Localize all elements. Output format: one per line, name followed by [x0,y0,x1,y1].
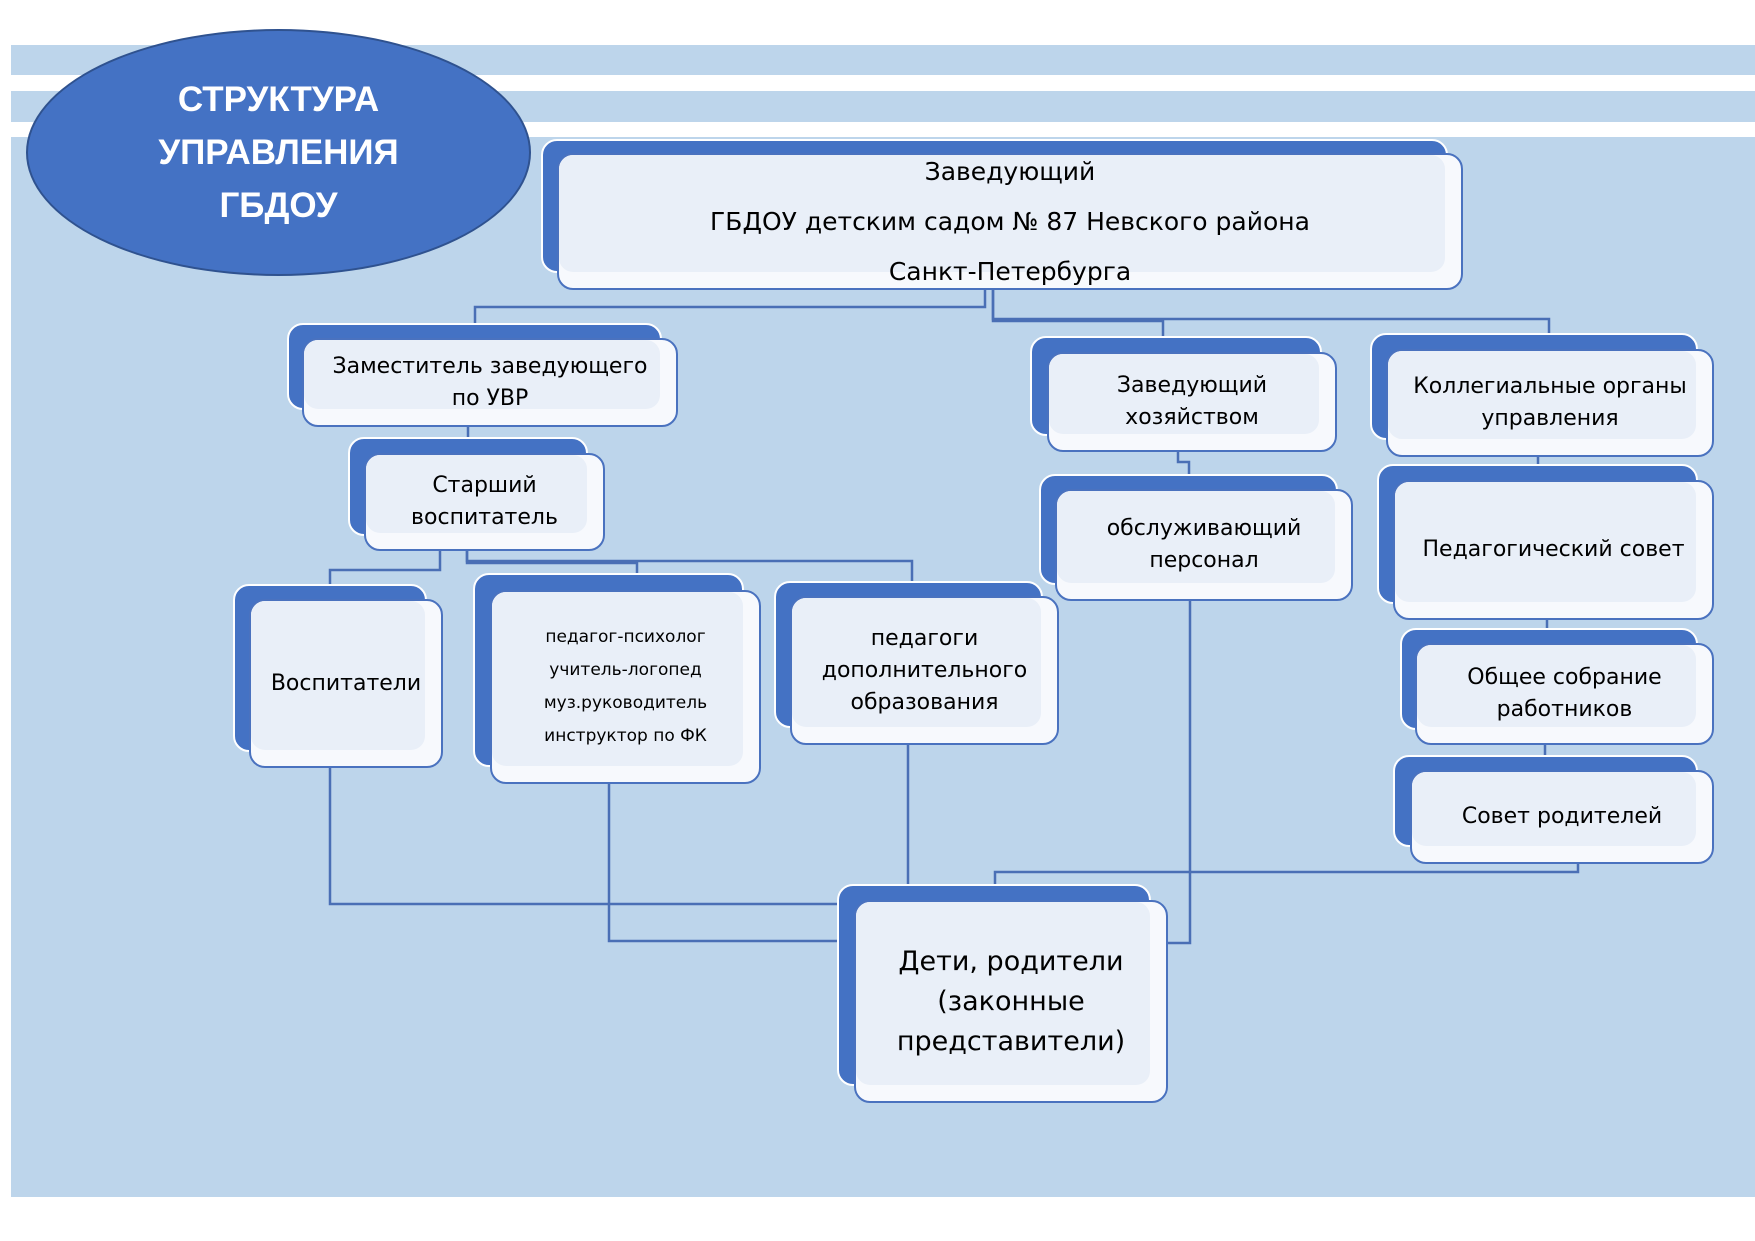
specialists-line-2: учитель-логопед [549,660,702,680]
housekeeping-line-2: хозяйством [1125,405,1259,430]
head-line-2: ГБДОУ детским садом № 87 Невского района [710,206,1310,236]
deputy-line-1: Заместитель заведующего [332,353,648,379]
educators-line-1: Воспитатели [270,670,422,696]
deputy-line-2: по УВР [451,385,529,411]
connector-educators-children [328,768,837,906]
specialists-line-3: муз.руководитель [543,693,708,713]
connector-senior-educators [328,551,442,584]
collegial-line-2: управления [1481,406,1619,431]
connector-specialists-children [607,784,837,943]
senior-line-1: Старший [432,473,537,498]
additional-line-2: дополнительного [821,657,1028,683]
head-line-1: Заведующий [924,156,1096,186]
connector-senior-additional [465,551,914,581]
connector-housekeeping-service [1176,452,1191,474]
meeting-line-1: Общее собрание [1467,665,1662,690]
title-line-1: СТРУКТУРА [177,80,380,119]
specialists-line-1: педагог-психолог [545,627,706,647]
senior-line-2: воспитатель [411,505,558,530]
children-line-2: (законные [937,985,1085,1017]
connector-head-collegial [991,290,1551,333]
connector-parents-council-children [993,864,1580,884]
title-ellipse: СТРУКТУРА УПРАВЛЕНИЯ ГБДОУ [26,29,531,276]
specialists-line-4: инструктор по ФК [544,726,707,746]
service-line-1: обслуживающий [1106,516,1302,541]
meeting-line-2: работников [1496,697,1633,722]
children-line-3: представители) [896,1025,1126,1057]
additional-line-3: образования [850,689,999,715]
title-line-2: УПРАВЛЕНИЯ [158,133,399,172]
connector-head-deputy [473,290,987,323]
pedsovet-line-1: Педагогический совет [1422,537,1685,562]
collegial-line-1: Коллегиальные органы [1413,374,1687,399]
additional-line-1: педагоги [870,625,979,651]
service-line-2: персонал [1149,548,1259,573]
connector-head-housekeeping [991,290,1165,336]
head-line-3: Санкт-Петербурга [888,256,1132,286]
children-line-1: Дети, родители [898,945,1124,977]
housekeeping-line-1: Заведующий [1116,373,1268,398]
connector-service-children [1168,601,1192,945]
parents-council-line-1: Совет родителей [1461,804,1663,829]
title-line-3: ГБДОУ [219,186,338,225]
